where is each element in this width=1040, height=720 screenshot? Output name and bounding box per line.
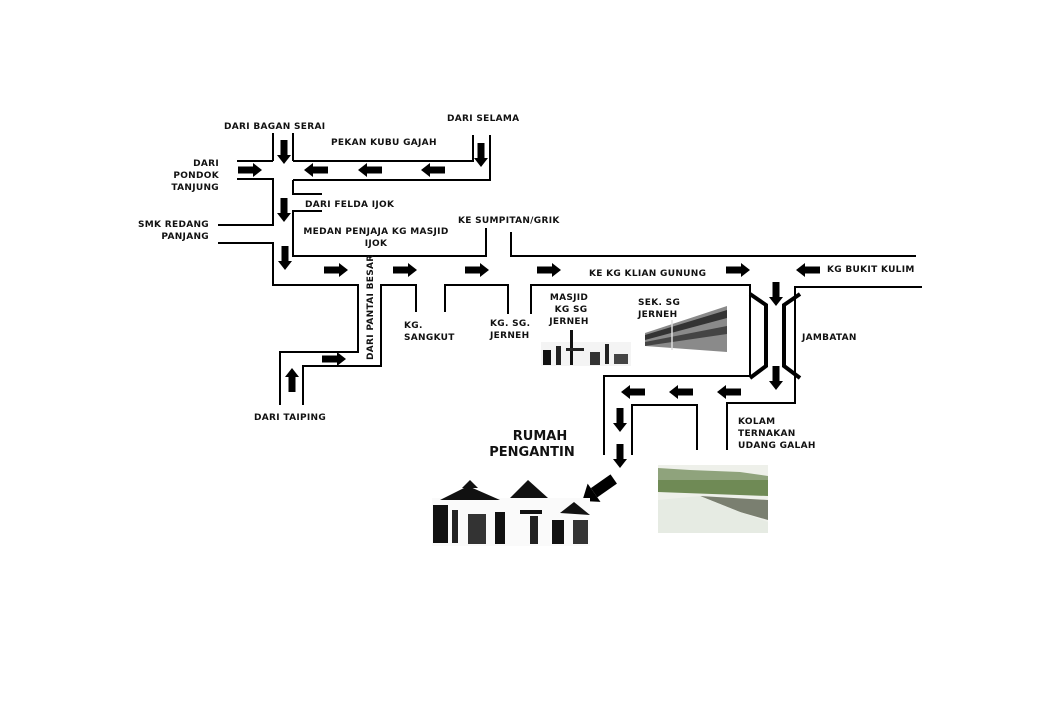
road-pondok-bottom xyxy=(218,178,274,226)
arrow-right-icon xyxy=(324,263,348,277)
arrow-right-icon xyxy=(322,352,346,366)
label-dari-pondok-tanjung-1: DARI xyxy=(193,159,219,169)
road-masjid-loop xyxy=(530,284,751,455)
labels: DARI BAGAN SERAI DARI SELAMA PEKAN KUBU … xyxy=(138,114,915,460)
label-ke-kg-klian-gunung: KE KG KLIAN GUNUNG xyxy=(589,269,706,279)
arrow-down-icon xyxy=(277,140,291,164)
arrow-down-icon xyxy=(613,444,627,468)
label-dari-bagan-serai: DARI BAGAN SERAI xyxy=(224,122,325,132)
prawn-pond-photo-icon xyxy=(658,465,768,533)
label-kolam-1: KOLAM xyxy=(738,417,775,427)
arrow-left-icon xyxy=(669,385,693,399)
arrow-left-icon xyxy=(304,163,328,177)
road-bukit-kulim xyxy=(726,286,922,450)
road-kolam-inner xyxy=(631,404,698,455)
label-rumah-pengantin-2: PENGANTIN xyxy=(489,445,574,460)
road-pantai-besar xyxy=(302,284,417,405)
arrow-down-icon xyxy=(769,366,783,390)
arrow-down-icon xyxy=(474,143,488,167)
roads xyxy=(218,133,922,455)
bridge-jambatan xyxy=(748,292,802,380)
label-masjid-2: KG SG xyxy=(555,305,588,315)
road-kg-sg-jerneh xyxy=(444,284,509,314)
label-kolam-2: TERNAKAN xyxy=(738,429,796,439)
label-kg-sg-jerneh-1: KG. SG. xyxy=(490,319,530,329)
label-dari-pantai-besar: DARI PANTAI BESAR xyxy=(366,255,376,361)
road-kubu-gajah-bottom xyxy=(293,135,491,181)
label-dari-pondok-tanjung-3: TANJUNG xyxy=(171,183,219,193)
arrow-left-icon xyxy=(796,263,820,277)
arrow-down-icon xyxy=(769,282,783,306)
label-sek-sg-jerneh-2: JERNEH xyxy=(637,310,677,320)
arrow-right-icon xyxy=(726,263,750,277)
arrow-down-icon xyxy=(613,408,627,432)
mosque-photo-icon xyxy=(541,330,631,366)
label-ke-sumpitan-grik: KE SUMPITAN/GRIK xyxy=(458,216,560,226)
road-medan-penjaja xyxy=(292,210,487,257)
arrow-right-icon xyxy=(238,163,262,177)
label-kg-sg-jerneh-2: JERNEH xyxy=(489,331,529,341)
arrow-up-icon xyxy=(285,368,299,392)
label-smk-redang-2: PANJANG xyxy=(161,232,209,242)
label-dari-pondok-tanjung-2: PONDOK xyxy=(173,171,219,181)
label-dari-taiping: DARI TAIPING xyxy=(254,413,326,423)
arrow-left-icon xyxy=(621,385,645,399)
label-rumah-pengantin-1: RUMAH xyxy=(513,429,567,444)
arrow-right-icon xyxy=(537,263,561,277)
label-medan-penjaja-1: MEDAN PENJAJA KG MASJID xyxy=(303,227,448,237)
label-kg-sangkut-2: SANGKUT xyxy=(404,333,455,343)
arrow-down-icon xyxy=(278,246,292,270)
label-medan-penjaja-2: IJOK xyxy=(365,239,388,249)
label-masjid-3: JERNEH xyxy=(548,317,588,327)
arrow-left-icon xyxy=(717,385,741,399)
arrow-right-icon xyxy=(465,263,489,277)
label-kolam-3: UDANG GALAH xyxy=(738,441,816,451)
label-dari-felda-ijok: DARI FELDA IJOK xyxy=(305,200,395,210)
arrow-down-icon xyxy=(277,198,291,222)
road-main-west xyxy=(218,242,359,405)
arrow-right-icon xyxy=(393,263,417,277)
label-pekan-kubu-gajah: PEKAN KUBU GAJAH xyxy=(331,138,437,148)
road-sumpitan-east xyxy=(510,232,916,257)
label-sek-sg-jerneh-1: SEK. SG xyxy=(638,298,680,308)
arrow-left-icon xyxy=(421,163,445,177)
traditional-house-photo-icon xyxy=(432,480,590,546)
road-kubu-gajah-top xyxy=(293,135,474,162)
road-felda-ijok-top xyxy=(292,180,322,195)
label-jambatan: JAMBATAN xyxy=(801,333,857,343)
label-dari-selama: DARI SELAMA xyxy=(447,114,519,124)
label-kg-sangkut-1: KG. xyxy=(404,321,423,331)
label-masjid-1: MASJID xyxy=(550,293,588,303)
label-kg-bukit-kulim: KG BUKIT KULIM xyxy=(827,265,915,275)
label-smk-redang-1: SMK REDANG xyxy=(138,220,209,230)
arrow-left-icon xyxy=(358,163,382,177)
school-building-photo-icon xyxy=(645,306,727,352)
